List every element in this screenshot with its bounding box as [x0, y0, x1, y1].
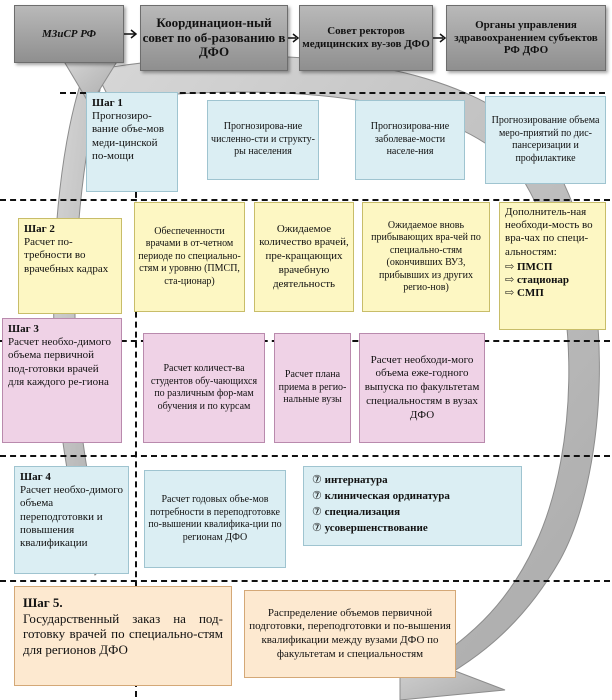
- step4-list-box: ⑦ интернатура ⑦ клиническая ординатура ⑦…: [303, 466, 522, 546]
- list-item: ⑦ интернатура: [312, 473, 513, 489]
- step3-cell-text: Расчет плана приема в регио-нальные вузы: [278, 369, 347, 406]
- step4-cell-text: Расчет годовых объе-мов потребности в пе…: [148, 494, 282, 543]
- circled-digit-icon: ⑦: [312, 521, 325, 534]
- step2-cell-availability: Обеспеченности врачами в от-четном перио…: [134, 202, 245, 312]
- circled-digit-icon: ⑦: [312, 505, 325, 518]
- step1-cell-text: Прогнозирова-ние заболевае-мости населе-…: [370, 121, 450, 158]
- step2-text: Расчет по-требности во врачебных кадрах: [24, 236, 109, 275]
- rectors-council-label: Совет ректоров медицинских ву-зов ДФО: [302, 25, 430, 50]
- step1-cell-text: Прогнозирование объема меро-приятий по д…: [491, 115, 600, 164]
- step1-cell-population: Прогнозирова-ние численно-сти и структу-…: [207, 100, 319, 180]
- step3-cell-text: Расчет количест-ва студентов обу-чающихс…: [150, 363, 258, 412]
- divider: [135, 92, 137, 697]
- step1-cell-morbidity: Прогнозирова-ние заболевае-мости населе-…: [355, 100, 465, 180]
- list-item-label: усовершенствование: [324, 521, 428, 534]
- arrow-bullet-icon: ⇨: [505, 273, 517, 286]
- step4-list: ⑦ интернатура ⑦ клиническая ординатура ⑦…: [312, 473, 513, 537]
- list-item-label: ПМСП: [516, 260, 553, 273]
- list-item-label: клиническая ординатура: [324, 489, 450, 502]
- list-item: ⇨ ПМСП: [505, 261, 600, 274]
- step4-title: Шаг 4: [20, 471, 51, 483]
- step2-cell-text: Обеспеченности врачами в от-четном перио…: [138, 225, 241, 287]
- coordination-council-box: Координацион-ный совет по об-разованию в…: [140, 5, 288, 71]
- list-item: ⑦ усовершенствование: [312, 521, 513, 537]
- ministry-label: МЗиСР РФ: [41, 27, 97, 40]
- step3-cell-text: Расчет необходи-мого объема еже-годного …: [364, 353, 480, 421]
- step3-cell-admission: Расчет плана приема в регио-нальные вузы: [274, 333, 351, 443]
- step3-cell-students: Расчет количест-ва студентов обу-чающихс…: [143, 333, 265, 443]
- arrow-bullet-icon: ⇨: [505, 287, 517, 300]
- step2-cell-leaving: Ожидаемое количество врачей, пре-кращающ…: [254, 202, 354, 312]
- health-authorities-label: Органы управления здравоохранением субъе…: [454, 19, 598, 57]
- step1-text: Прогнозиро-вание объе-мов меди-цинской п…: [92, 110, 165, 162]
- divider: [60, 92, 605, 94]
- step2-title: Шаг 2: [24, 223, 55, 235]
- step2-extra-text: Дополнитель-ная необходи-мость во вра-ча…: [505, 206, 593, 258]
- step2-cell-text: Ожидаемое вновь прибывающих вра-чей по с…: [371, 219, 481, 294]
- arrow-bullet-icon: ⇨: [505, 260, 517, 273]
- rectors-council-box: Совет ректоров медицинских ву-зов ДФО: [299, 5, 433, 71]
- list-item: ⇨ СМП: [505, 287, 600, 300]
- step5-text: Государственный заказ на под-готовку вра…: [23, 610, 223, 657]
- coordination-council-label: Координацион-ный совет по об-разованию в…: [142, 14, 286, 60]
- step2-extra-box: Дополнитель-ная необходи-мость во вра-ча…: [499, 202, 606, 330]
- list-item: ⑦ специализация: [312, 505, 513, 521]
- circled-digit-icon: ⑦: [312, 489, 325, 502]
- step2-box: Шаг 2 Расчет по-требности во врачебных к…: [18, 218, 122, 314]
- step5-cell-text: Распределение объемов первичной подготов…: [249, 606, 451, 660]
- step3-title: Шаг 3: [8, 323, 39, 335]
- step4-text: Расчет необхо-димого объема переподготов…: [20, 484, 124, 549]
- list-item-label: интернатура: [324, 474, 388, 486]
- list-item: ⑦ клиническая ординатура: [312, 489, 513, 505]
- right-arrow-icon: [124, 29, 138, 39]
- list-item-label: специализация: [324, 505, 401, 518]
- step2-extra-list: ⇨ ПМСП ⇨ стационар ⇨ СМП: [505, 261, 600, 301]
- step1-box: Шаг 1 Прогнозиро-вание объе-мов меди-цин…: [86, 92, 178, 192]
- divider: [0, 199, 610, 201]
- step1-cell-prevention: Прогнозирование объема меро-приятий по д…: [485, 96, 606, 184]
- step1-title: Шаг 1: [92, 97, 123, 109]
- divider: [0, 580, 610, 582]
- right-arrow-icon: [433, 33, 447, 43]
- circled-digit-icon: ⑦: [312, 474, 325, 486]
- health-authorities-box: Органы управления здравоохранением субъе…: [446, 5, 606, 71]
- step1-cell-text: Прогнозирова-ние численно-сти и структу-…: [211, 121, 315, 158]
- step4-box: Шаг 4 Расчет необхо-димого объема перепо…: [14, 466, 129, 574]
- step5-cell-distribution: Распределение объемов первичной подготов…: [244, 590, 456, 678]
- step2-cell-text: Ожидаемое количество врачей, пре-кращающ…: [259, 222, 349, 290]
- list-item-label: стационар: [516, 273, 570, 286]
- divider: [0, 455, 610, 457]
- ministry-box: МЗиСР РФ: [14, 5, 124, 63]
- list-item: ⇨ стационар: [505, 274, 600, 287]
- step3-cell-graduates: Расчет необходи-мого объема еже-годного …: [359, 333, 485, 443]
- step3-text: Расчет необхо-димого объема первичной по…: [8, 336, 112, 388]
- step5-title: Шаг 5.: [23, 595, 63, 610]
- list-item-label: СМП: [516, 287, 544, 300]
- right-arrow-icon: [288, 33, 300, 43]
- step5-box: Шаг 5. Государственный заказ на под-гото…: [14, 586, 232, 686]
- step2-cell-arriving: Ожидаемое вновь прибывающих вра-чей по с…: [362, 202, 490, 312]
- step4-cell-demand: Расчет годовых объе-мов потребности в пе…: [144, 470, 286, 568]
- step3-box: Шаг 3 Расчет необхо-димого объема первич…: [2, 318, 122, 443]
